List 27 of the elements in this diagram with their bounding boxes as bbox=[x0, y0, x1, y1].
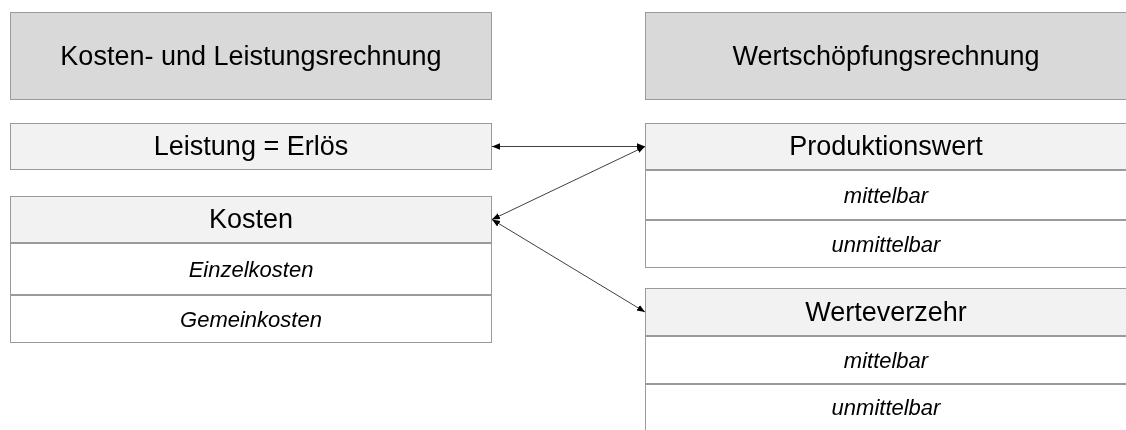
box-label: unmittelbar bbox=[830, 230, 942, 259]
box-label: Einzelkosten bbox=[187, 255, 315, 284]
box-label: Gemeinkosten bbox=[179, 305, 323, 334]
double-arrow bbox=[491, 146, 646, 220]
item-box bbox=[645, 170, 1126, 220]
item-box bbox=[10, 243, 492, 295]
box-label: Leistung = Erlös bbox=[152, 130, 350, 164]
box-label: mittelbar bbox=[842, 181, 930, 210]
box-label: Kosten bbox=[207, 203, 295, 237]
box-label: unmittelbar bbox=[830, 394, 942, 422]
double-arrow bbox=[491, 143, 646, 150]
header-box bbox=[645, 12, 1126, 100]
box-label: Werteverzehr bbox=[804, 295, 968, 329]
box-label: Produktionswert bbox=[788, 130, 984, 164]
item-box bbox=[645, 220, 1126, 268]
box-label: Kosten- und Leistungsrechnung bbox=[59, 40, 443, 73]
item-box bbox=[645, 336, 1126, 384]
double-arrow bbox=[491, 219, 646, 313]
item-box bbox=[10, 295, 492, 343]
title-box bbox=[10, 196, 492, 243]
box-label: Wertschöpfungsrechnung bbox=[731, 40, 1041, 73]
box-label: mittelbar bbox=[842, 346, 930, 375]
item-box bbox=[645, 384, 1126, 430]
title-box bbox=[10, 123, 492, 170]
header-box bbox=[10, 12, 492, 100]
title-box bbox=[645, 123, 1126, 170]
title-box bbox=[645, 288, 1126, 336]
